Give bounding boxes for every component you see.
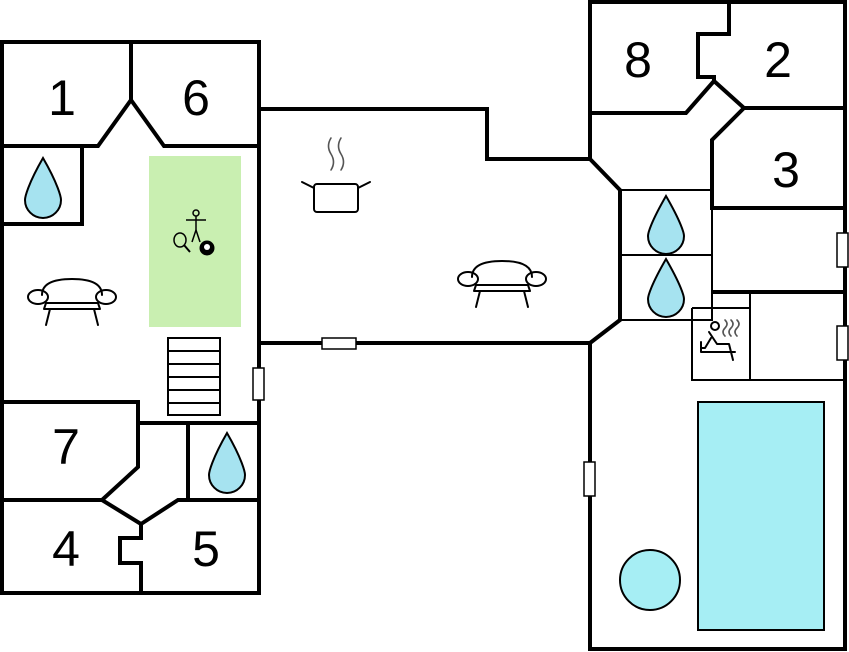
- room-labels: 1 6 7 4 5 8 2 3: [48, 32, 800, 577]
- water-drop-icon: [23, 155, 63, 219]
- connector: [259, 107, 590, 345]
- wall-bedroom-5: [139, 498, 259, 526]
- water-drop-icon: [207, 430, 247, 494]
- wall-hall: [138, 421, 190, 500]
- hot-tub: [619, 549, 681, 611]
- game-area: [149, 156, 241, 327]
- wall-bedroom-4: [2, 498, 143, 593]
- window-marker: [583, 461, 596, 497]
- wall-sauna-outline: [692, 292, 751, 309]
- room-number: 3: [772, 142, 800, 198]
- room-number: 1: [48, 70, 76, 126]
- room-number: 6: [182, 70, 210, 126]
- water-drop-icon: [646, 193, 686, 255]
- sofa-icon: [27, 278, 117, 326]
- window-marker: [836, 325, 849, 361]
- sofa-icon: [457, 260, 547, 308]
- wall-bedroom-3: [710, 106, 845, 210]
- room-number: 4: [52, 521, 80, 577]
- wall-bathroom-1: [2, 146, 84, 226]
- room-number: 2: [764, 32, 792, 88]
- connector-top-wall: [259, 107, 590, 161]
- room-number: 8: [624, 32, 652, 88]
- room-number: 7: [52, 419, 80, 475]
- staircase: [167, 337, 221, 416]
- wall-sauna-bottom: [691, 308, 845, 381]
- window-marker: [836, 232, 849, 268]
- room-number: 5: [192, 521, 220, 577]
- wall-bedrooms-top: [2, 96, 259, 148]
- window-marker: [252, 367, 265, 401]
- table-tennis-billiards-icon: [173, 209, 215, 256]
- wall-corridor-angle: [588, 157, 622, 345]
- wall-8-2-divider: [696, 2, 731, 81]
- swimming-pool: [697, 401, 825, 631]
- windows: [252, 232, 849, 497]
- cooking-pot-icon: [301, 137, 371, 213]
- sauna-icon: [700, 319, 740, 361]
- window-marker: [321, 337, 357, 350]
- left-wing: [0, 40, 261, 595]
- water-drop-icon: [646, 256, 686, 318]
